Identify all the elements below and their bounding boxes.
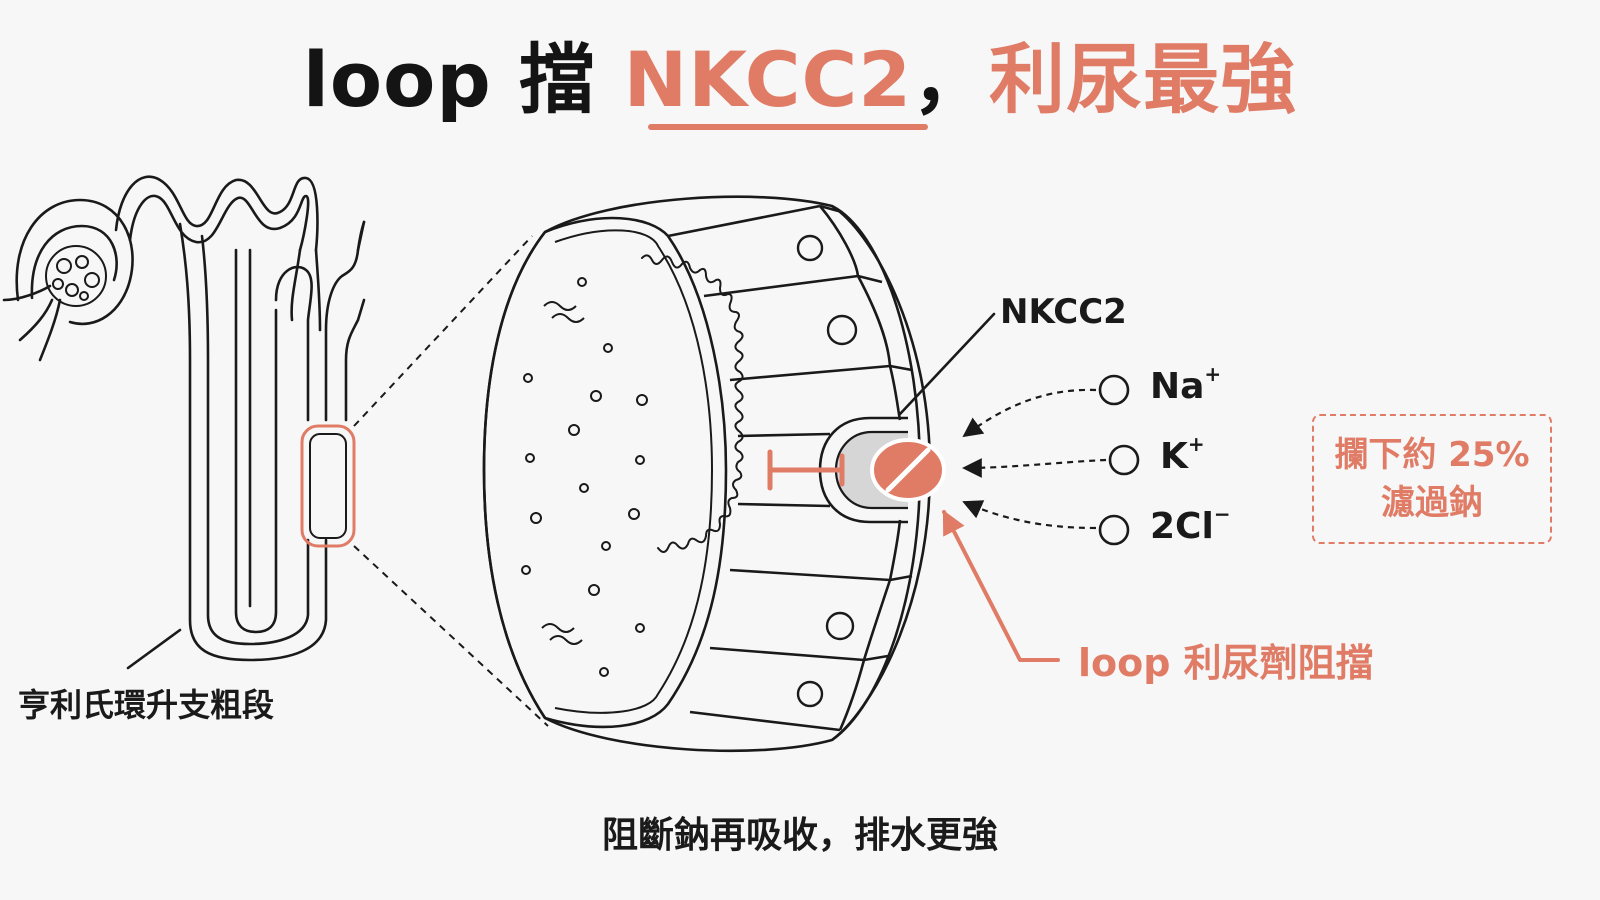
glomerulus-icon [45,245,107,307]
loop-block-arrow [942,509,1060,662]
title-part-loop: loop 擋 [302,35,624,124]
loop-section-label: 亨利氏環升支粗段 [18,686,275,724]
ion-flow-arrows [962,388,1107,530]
title-part-nkcc2: NKCC2 [623,35,913,124]
title-underline [648,124,928,130]
title-part-diuretic: 利尿最強 [989,35,1298,124]
ion-na-base: Na [1150,366,1205,407]
ion-cl-base: 2Cl [1150,506,1214,547]
loop-section-pointer [126,628,182,670]
filtered-sodium-note: 攔下約 25% 濾過鈉 [1312,414,1552,544]
note-line-1: 攔下約 25% [1334,435,1530,475]
na-ion-icon [1098,374,1130,406]
pill-icon [870,438,946,502]
ion-k-base: K [1160,436,1188,477]
ion-label-cl: 2Cl− [1150,502,1231,547]
lumen-particles [521,277,648,677]
ion-label-na: Na+ [1150,362,1221,407]
zoom-line-bottom [353,545,549,727]
block-bar [767,449,845,491]
zoom-line-top [353,235,533,427]
ion-cl-charge: − [1213,502,1231,526]
loop-block-label: loop 利尿劑阻擋 [1078,641,1374,685]
nephron-illustration [2,175,366,662]
cell-nuclei [796,234,858,708]
ion-label-k: K+ [1160,432,1205,477]
title-part-comma: ， [912,35,990,124]
brush-border [641,254,744,553]
caption: 阻斷鈉再吸收，排水更強 [601,815,998,856]
nkcc2-label: NKCC2 [1000,292,1127,332]
nkcc2-pointer [898,312,996,416]
ion-markers [1098,374,1140,546]
highlight-segment [300,424,356,548]
ion-k-charge: + [1187,432,1205,456]
ion-na-charge: + [1204,362,1222,386]
k-ion-icon [1108,444,1140,476]
page-title: loop 擋 NKCC2，利尿最強 [0,18,1600,128]
highlight-segment-inner [309,433,347,539]
note-line-2: 濾過鈉 [1381,483,1483,523]
cl-ion-icon [1098,514,1130,546]
